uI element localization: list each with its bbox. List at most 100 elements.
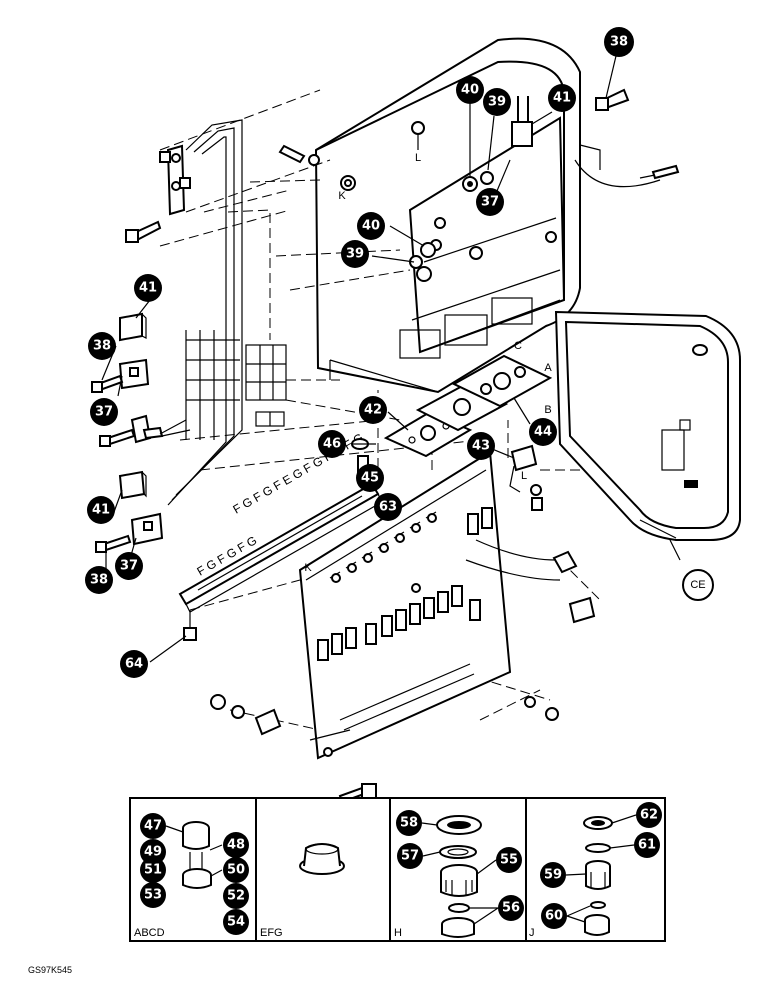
callout-45: 45 <box>356 464 384 492</box>
callout-40-mid: 40 <box>357 212 385 240</box>
callout-63: 63 <box>374 493 402 521</box>
svg-text:50: 50 <box>227 863 245 878</box>
callout-52: 52 <box>223 883 249 909</box>
gland-47 <box>182 821 210 870</box>
relay-socket-top <box>118 358 150 390</box>
svg-text:46: 46 <box>323 437 341 452</box>
bolt-left-38a <box>91 374 124 393</box>
callout-38-lower: 38 <box>85 566 113 594</box>
bolt-top-left-box <box>278 144 320 166</box>
callout-43: 43 <box>467 432 495 460</box>
mounting-bracket <box>159 144 191 216</box>
callout-58: 58 <box>396 810 422 836</box>
callout-53: 53 <box>140 882 166 908</box>
callout-49: 49 <box>140 839 166 865</box>
callout-38-top-right: 38 <box>604 27 634 57</box>
harness-clip <box>465 539 578 581</box>
svg-text:37: 37 <box>120 559 138 574</box>
letter-A: A <box>544 362 552 374</box>
callout-50: 50 <box>223 857 249 883</box>
board-screws <box>323 583 421 757</box>
enclosure-door <box>554 310 741 561</box>
board-relays <box>317 507 493 661</box>
svg-text:51: 51 <box>144 863 162 878</box>
letter-K-board: K <box>304 562 312 574</box>
nut-48 <box>182 868 212 889</box>
washer-61 <box>585 843 611 853</box>
callout-54: 54 <box>223 909 249 935</box>
svg-text:41: 41 <box>553 91 571 106</box>
panel-label-h: H <box>394 927 402 939</box>
svg-text:59: 59 <box>544 868 562 883</box>
svg-text:41: 41 <box>92 503 110 518</box>
callout-37-lower: 37 <box>115 552 143 580</box>
panel-label-abcd: ABCD <box>134 927 165 939</box>
callout-leaders <box>101 55 617 663</box>
bolt-right-board <box>530 484 543 511</box>
svg-text:55: 55 <box>500 853 518 868</box>
svg-text:57: 57 <box>401 849 419 864</box>
callout-39-top: 39 <box>483 88 511 116</box>
detail-panels: 47 49 48 51 50 53 52 54 ABCD EFG <box>129 797 666 942</box>
connector-43 <box>509 444 538 493</box>
callout-37-top: 37 <box>476 188 504 216</box>
svg-text:58: 58 <box>400 816 418 831</box>
svg-text:42: 42 <box>364 403 382 418</box>
screw-right <box>639 164 680 180</box>
svg-text:53: 53 <box>144 888 162 903</box>
letter-labels: L K C A B L K <box>304 152 552 574</box>
ground-strip <box>130 414 191 444</box>
connector-right <box>568 596 596 624</box>
gland-plate-44 <box>451 354 553 408</box>
svg-text:52: 52 <box>227 889 245 904</box>
callout-51: 51 <box>140 857 166 883</box>
door-symbol-label: CE <box>690 579 705 591</box>
letter-L-top: L <box>415 152 421 164</box>
wire-harness <box>167 119 287 506</box>
svg-text:38: 38 <box>90 573 108 588</box>
letter-L-board: L <box>521 470 527 482</box>
svg-text:38: 38 <box>610 35 628 50</box>
board-fuses-top <box>329 511 437 583</box>
svg-text:56: 56 <box>502 901 520 916</box>
callout-55: 55 <box>496 847 522 873</box>
callout-60: 60 <box>541 903 567 929</box>
svg-text:61: 61 <box>638 838 656 853</box>
panel-j: 62 61 59 60 J <box>529 802 662 939</box>
relay-bottom <box>118 470 147 500</box>
callout-40-top: 40 <box>456 76 484 104</box>
svg-text:48: 48 <box>227 838 245 853</box>
gland-59 <box>585 860 611 890</box>
letter-C: C <box>514 340 522 352</box>
svg-text:63: 63 <box>379 500 397 515</box>
svg-text:39: 39 <box>488 95 506 110</box>
callout-56: 56 <box>498 895 524 921</box>
nut-washer-mid <box>409 242 436 282</box>
callout-62: 62 <box>636 802 662 828</box>
callout-41-top: 41 <box>548 84 576 112</box>
panel-label-efg: EFG <box>260 927 283 939</box>
bolt-left-mid <box>99 428 136 447</box>
enclosure-box <box>314 37 661 394</box>
panel-h: 58 57 55 56 H <box>394 810 524 939</box>
callout-39-mid: 39 <box>341 240 369 268</box>
insert-56 <box>441 903 475 938</box>
svg-text:43: 43 <box>472 439 490 454</box>
letter-K-box: K <box>338 190 346 202</box>
svg-text:37: 37 <box>481 195 499 210</box>
callout-61: 61 <box>634 832 660 858</box>
svg-text:37: 37 <box>95 405 113 420</box>
panel-abcd: 47 49 48 51 50 53 52 54 ABCD <box>134 813 249 939</box>
panel-label-j: J <box>529 927 535 939</box>
svg-text:41: 41 <box>139 281 157 296</box>
nuts-bottom-left <box>210 694 282 736</box>
callout-42: 42 <box>359 396 387 424</box>
svg-text:45: 45 <box>361 471 379 486</box>
svg-text:49: 49 <box>144 845 162 860</box>
circuit-board <box>298 450 512 760</box>
callout-46: 46 <box>318 430 346 458</box>
callout-48: 48 <box>223 832 249 858</box>
callout-41-left: 41 <box>134 274 162 302</box>
svg-text:54: 54 <box>227 915 245 930</box>
